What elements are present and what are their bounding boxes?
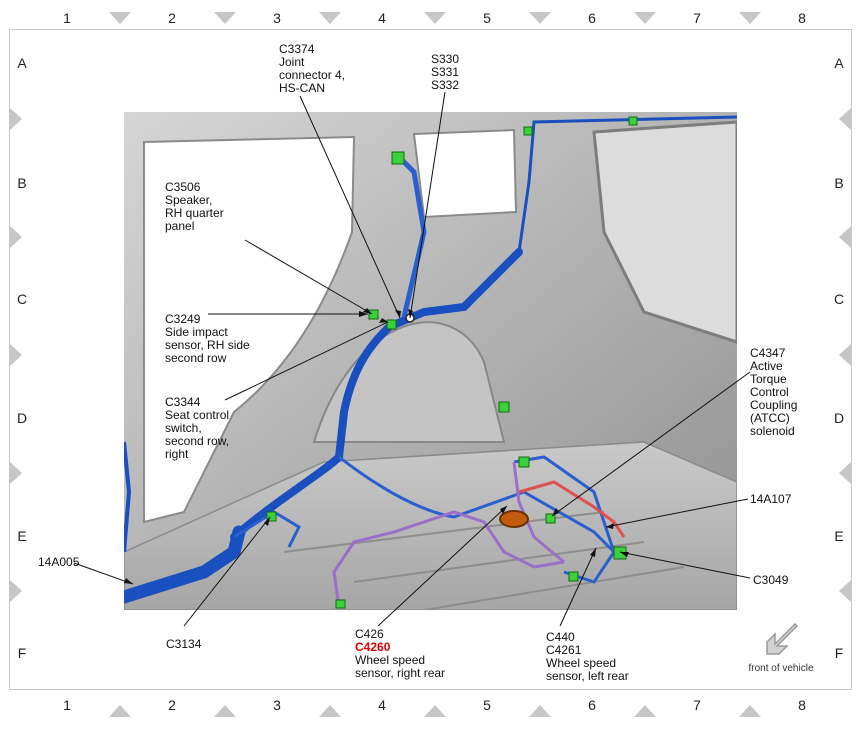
callout-c3374: C3374 Joint connector 4, HS-CAN bbox=[279, 42, 346, 95]
splice-s330 bbox=[405, 313, 415, 323]
zone-marker bbox=[214, 12, 236, 24]
zone-marker bbox=[839, 580, 851, 602]
arrow-icon bbox=[766, 622, 799, 655]
zone-marker bbox=[839, 462, 851, 484]
zone-marker bbox=[10, 344, 22, 366]
zone-marker bbox=[634, 705, 656, 717]
callout-14a005: 14A005 bbox=[38, 555, 80, 569]
connector-pillar bbox=[518, 456, 530, 468]
col-8-top: 8 bbox=[798, 10, 806, 26]
zone-marker bbox=[10, 226, 22, 248]
harness-side-branch bbox=[124, 441, 132, 553]
col-4-top: 4 bbox=[378, 10, 386, 26]
zone-marker bbox=[839, 108, 851, 130]
front-of-vehicle-label: front of vehicle bbox=[748, 663, 814, 674]
callout-c3506: C3506 Speaker, RH quarter panel bbox=[165, 180, 224, 233]
connector-c4347 bbox=[545, 513, 556, 524]
col-3-top: 3 bbox=[273, 10, 281, 26]
col-6-bottom: 6 bbox=[588, 697, 596, 713]
callout-14a107: 14A107 bbox=[750, 492, 792, 506]
row-f-left: F bbox=[17, 645, 27, 661]
connector-c3134 bbox=[266, 511, 277, 522]
zone-marker bbox=[634, 12, 656, 24]
zone-marker bbox=[839, 226, 851, 248]
col-7-bottom: 7 bbox=[693, 697, 701, 713]
col-4-bottom: 4 bbox=[378, 697, 386, 713]
zone-marker bbox=[739, 705, 761, 717]
connector-c426 bbox=[335, 599, 346, 609]
connector-c440 bbox=[568, 571, 579, 582]
col-3-bottom: 3 bbox=[273, 697, 281, 713]
zone-marker bbox=[839, 344, 851, 366]
col-1-bottom: 1 bbox=[63, 697, 71, 713]
zone-marker bbox=[529, 12, 551, 24]
row-d-right: D bbox=[833, 410, 845, 426]
row-c-right: C bbox=[833, 291, 845, 307]
row-f-right: F bbox=[834, 645, 844, 661]
diagram-frame bbox=[9, 29, 852, 690]
connector-roof bbox=[523, 126, 533, 136]
col-2-top: 2 bbox=[168, 10, 176, 26]
row-a-left: A bbox=[17, 55, 27, 71]
callout-s330: S330 S331 S332 bbox=[431, 52, 460, 92]
zone-marker bbox=[109, 705, 131, 717]
row-a-right: A bbox=[834, 55, 844, 71]
zone-marker bbox=[739, 12, 761, 24]
row-b-left: B bbox=[17, 175, 27, 191]
callout-c3049: C3049 bbox=[753, 573, 789, 587]
zone-marker bbox=[424, 705, 446, 717]
callout-c3249: C3249 Side impact sensor, RH side second… bbox=[165, 312, 250, 365]
atcc-unit bbox=[499, 510, 529, 528]
zone-marker bbox=[319, 12, 341, 24]
col-7-top: 7 bbox=[693, 10, 701, 26]
col-1-top: 1 bbox=[63, 10, 71, 26]
row-e-right: E bbox=[834, 528, 844, 544]
col-5-top: 5 bbox=[483, 10, 491, 26]
connector-c3049 bbox=[613, 546, 627, 560]
col-8-bottom: 8 bbox=[798, 697, 806, 713]
callout-c3344: C3344 Seat control switch, second row, r… bbox=[165, 395, 230, 461]
callout-c440: C440 C4261 Wheel speed sensor, left rear bbox=[546, 630, 629, 683]
liftgate-opening bbox=[592, 120, 737, 344]
row-d-left: D bbox=[16, 410, 28, 426]
zone-marker bbox=[424, 12, 446, 24]
zone-marker bbox=[319, 705, 341, 717]
zone-marker bbox=[10, 108, 22, 130]
callout-c3134: C3134 bbox=[166, 637, 202, 651]
callout-c426: C426 C4260 Wheel speed sensor, right rea… bbox=[355, 627, 446, 680]
connector-roof bbox=[628, 116, 638, 126]
col-6-top: 6 bbox=[588, 10, 596, 26]
zone-marker bbox=[214, 705, 236, 717]
connector-c3344 bbox=[386, 319, 397, 330]
row-b-right: B bbox=[834, 175, 844, 191]
connector-c3506 bbox=[391, 151, 405, 165]
quarter-window-opening bbox=[412, 128, 518, 219]
front-of-vehicle-indicator: front of vehicle bbox=[741, 622, 821, 674]
zone-marker bbox=[529, 705, 551, 717]
zone-marker bbox=[109, 12, 131, 24]
callout-c4347: C4347 Active Torque Control Coupling (AT… bbox=[750, 346, 798, 438]
col-5-bottom: 5 bbox=[483, 697, 491, 713]
col-2-bottom: 2 bbox=[168, 697, 176, 713]
zone-marker bbox=[10, 580, 22, 602]
connector-pillar bbox=[498, 401, 510, 413]
zone-marker bbox=[10, 462, 22, 484]
row-c-left: C bbox=[16, 291, 28, 307]
row-e-left: E bbox=[17, 528, 27, 544]
connector-c3249 bbox=[368, 309, 379, 320]
